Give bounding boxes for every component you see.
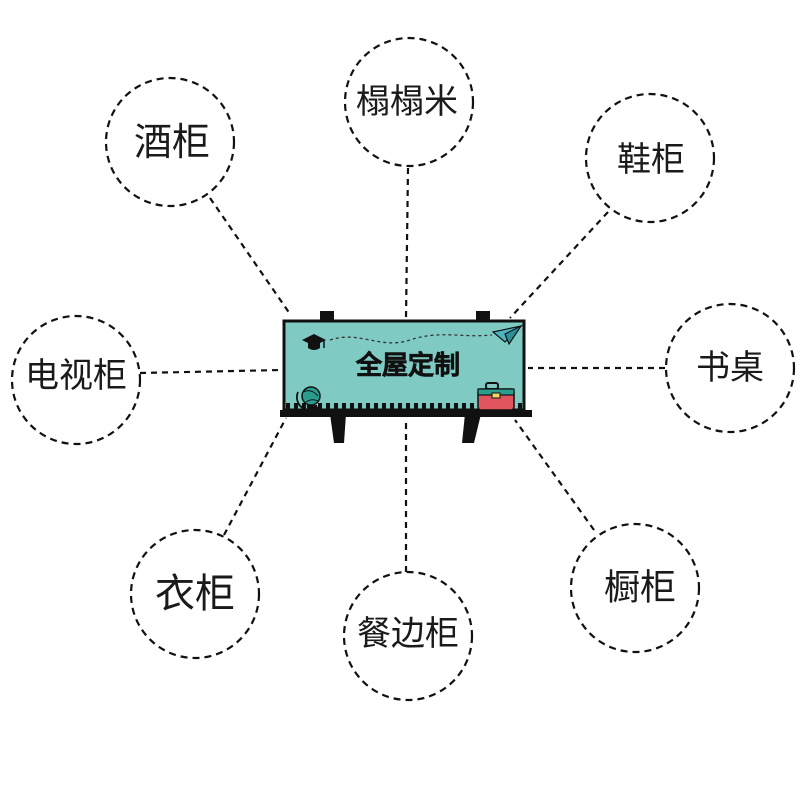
checker-tick bbox=[390, 403, 394, 409]
checker-tick bbox=[470, 403, 474, 409]
graduation-cap-icon bbox=[302, 334, 326, 350]
checker-tick bbox=[286, 403, 290, 409]
paper-plane-icon bbox=[491, 324, 523, 346]
node-shoe-cabinet-circle bbox=[584, 92, 716, 224]
connector-kitchen-cabinet bbox=[514, 419, 595, 531]
node-label-wine-cabinet: 酒柜 bbox=[134, 120, 210, 164]
connectors bbox=[139, 167, 665, 572]
connector-wardrobe bbox=[223, 417, 287, 536]
node-wardrobe-circle bbox=[129, 528, 261, 660]
node-tatami-circle bbox=[343, 36, 475, 168]
checker-tick bbox=[398, 403, 402, 409]
connector-tv-cabinet bbox=[139, 368, 283, 375]
checker-tick bbox=[374, 403, 378, 409]
node-labels: 榻榻米 鞋柜 书桌 橱柜 餐边柜 衣柜 电视柜 酒柜 bbox=[25, 82, 764, 654]
center-billboard: 全屋定制 bbox=[280, 311, 532, 443]
node-desk-circle bbox=[664, 302, 796, 434]
checker-tick bbox=[334, 403, 338, 409]
checker-tick bbox=[446, 403, 450, 409]
node-sideboard-circle bbox=[342, 570, 474, 702]
board-post-top-left bbox=[320, 311, 334, 321]
board-shelf bbox=[280, 410, 532, 417]
checker-tick bbox=[438, 403, 442, 409]
connector-shoe-cabinet bbox=[509, 211, 609, 319]
node-label-kitchen-cabinet: 橱柜 bbox=[604, 568, 676, 609]
checker-tick bbox=[462, 403, 466, 409]
checker-tick bbox=[454, 403, 458, 409]
board-leg-left bbox=[330, 414, 346, 443]
checker-tick bbox=[294, 403, 298, 409]
node-label-tatami: 榻榻米 bbox=[356, 82, 458, 122]
checker-tick bbox=[382, 403, 386, 409]
center-title: 全屋定制 bbox=[355, 350, 460, 381]
suitcase-icon bbox=[477, 382, 515, 411]
connector-wine-cabinet bbox=[209, 197, 291, 315]
flight-path bbox=[329, 334, 493, 344]
connector-tatami bbox=[404, 167, 410, 319]
node-tv-cabinet-circle bbox=[10, 314, 142, 446]
checker-tick bbox=[358, 403, 362, 409]
checker-tick bbox=[518, 403, 522, 409]
board-post-top-right bbox=[476, 311, 490, 321]
checker-tick bbox=[302, 403, 306, 409]
node-label-tv-cabinet: 电视柜 bbox=[25, 356, 127, 396]
node-label-wardrobe: 衣柜 bbox=[155, 571, 235, 617]
board-leg-right bbox=[462, 414, 481, 443]
checker-tick bbox=[414, 403, 418, 409]
node-circles bbox=[10, 36, 796, 702]
checker-tick bbox=[422, 403, 426, 409]
checker-tick bbox=[350, 403, 354, 409]
node-wine-cabinet-circle bbox=[104, 76, 236, 208]
checker-tick bbox=[342, 403, 346, 409]
node-label-desk: 书桌 bbox=[696, 348, 764, 388]
checker-tick bbox=[406, 403, 410, 409]
checker-tick bbox=[366, 403, 370, 409]
node-label-shoe-cabinet: 鞋柜 bbox=[617, 140, 685, 180]
checker-tick bbox=[430, 403, 434, 409]
checker-tick bbox=[326, 403, 330, 409]
node-label-sideboard: 餐边柜 bbox=[357, 614, 459, 654]
globe-icon bbox=[296, 386, 322, 412]
node-kitchen-cabinet-circle bbox=[569, 522, 701, 654]
